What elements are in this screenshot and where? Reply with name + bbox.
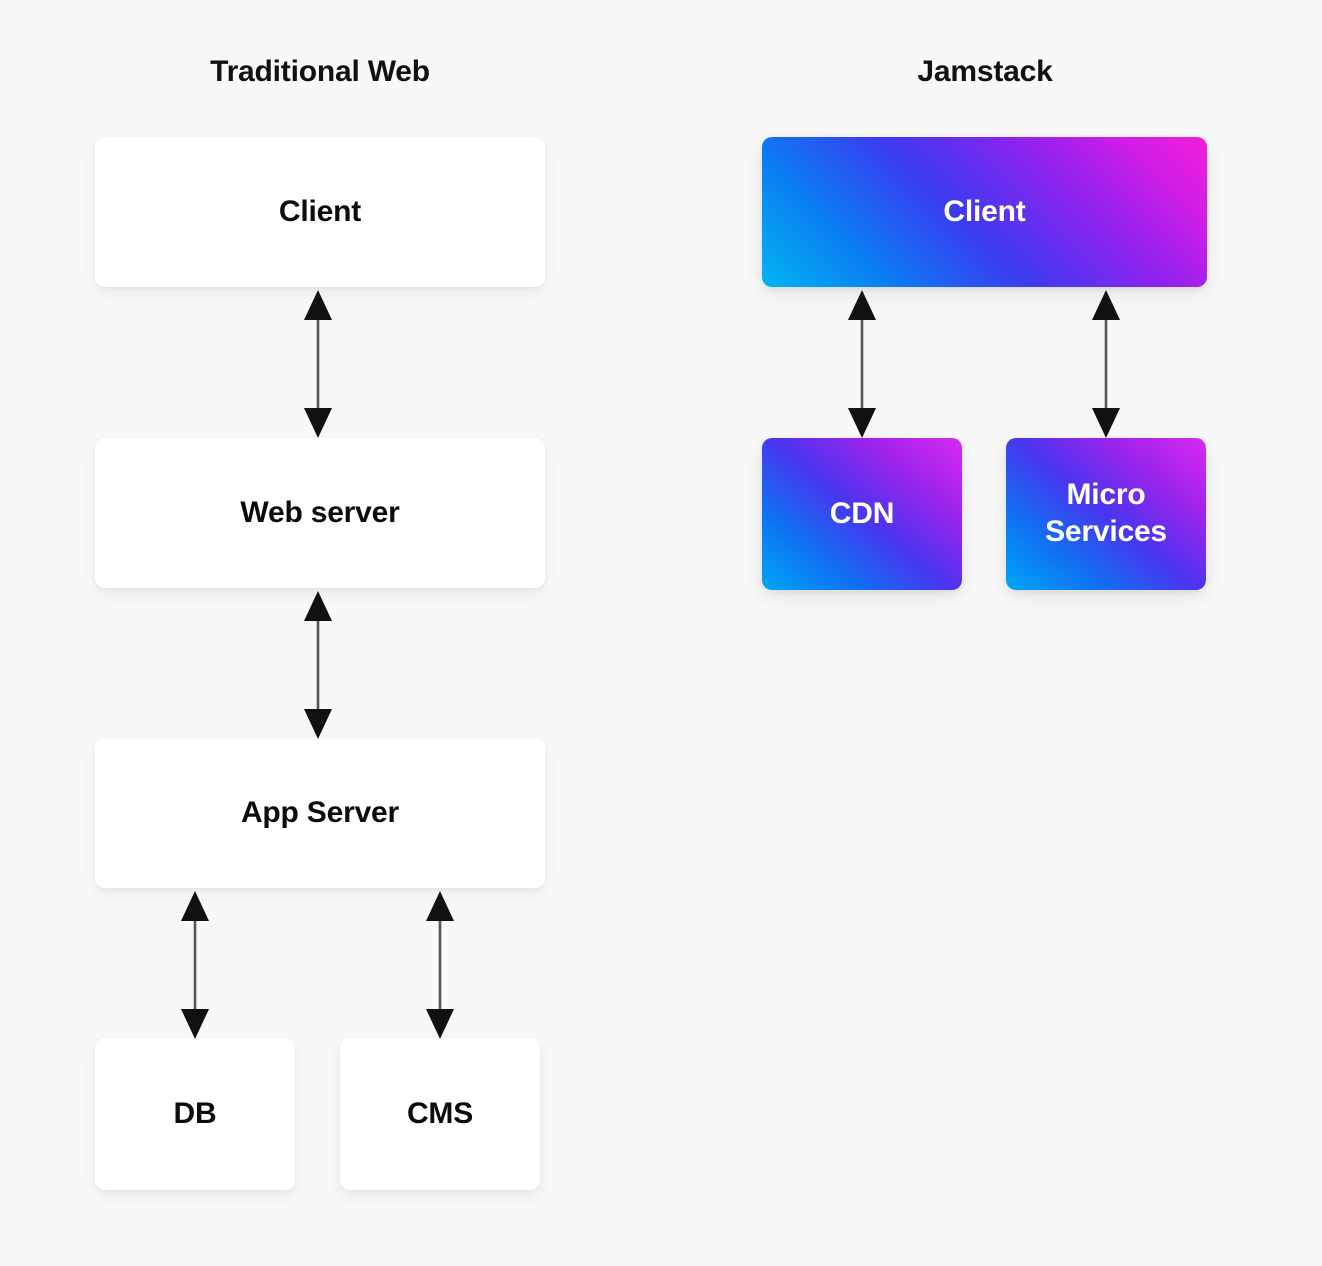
node-jamstack-cdn: CDN	[762, 438, 962, 590]
node-traditional-client: Client	[95, 137, 545, 287]
node-traditional-app-server: App Server	[95, 738, 545, 888]
arrow-jamstack-client-to-cdn	[841, 290, 883, 438]
node-jamstack-client: Client	[762, 137, 1207, 287]
node-traditional-web-server: Web server	[95, 438, 545, 588]
node-label: Client	[278, 194, 362, 228]
node-label: App Server	[240, 795, 400, 829]
arrow-client-to-web-server	[297, 290, 339, 438]
node-jamstack-micro-services: Micro Services	[1006, 438, 1206, 590]
arrow-jamstack-client-to-micro-services	[1085, 290, 1127, 438]
node-label: DB	[173, 1096, 217, 1130]
node-label-line-1: Micro	[1066, 478, 1146, 512]
node-label: Web server	[240, 495, 400, 529]
node-label: Client	[943, 194, 1026, 228]
node-label: Micro Services	[1045, 477, 1167, 550]
column-title-traditional-web: Traditional Web	[210, 55, 430, 88]
column-title-jamstack: Jamstack	[917, 55, 1053, 88]
arrow-app-server-to-db	[174, 891, 216, 1039]
node-label: CDN	[829, 496, 895, 530]
node-label-line-2: Services	[1045, 515, 1167, 548]
node-traditional-cms: CMS	[340, 1038, 540, 1190]
node-traditional-db: DB	[95, 1038, 295, 1190]
arrow-web-server-to-app-server	[297, 591, 339, 739]
arrow-app-server-to-cms	[419, 891, 461, 1039]
node-label: CMS	[406, 1096, 474, 1130]
